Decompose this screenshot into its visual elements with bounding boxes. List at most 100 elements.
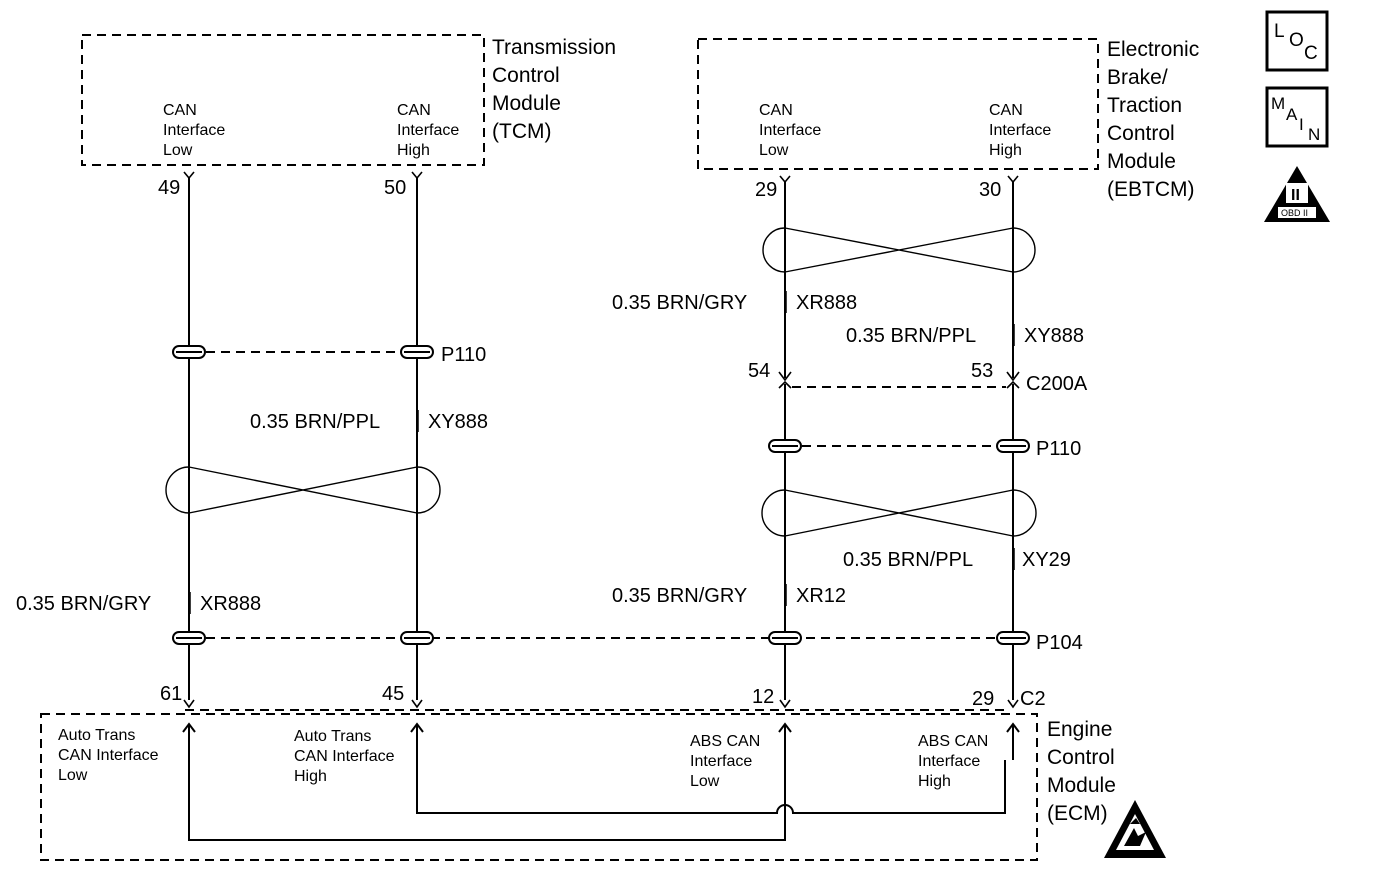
ebtcm-high-label-1: CAN — [989, 102, 1023, 119]
tcm-low-label-3: Low — [163, 142, 193, 159]
ebtcm-wires: 0.35 BRN/GRY XR888 0.35 BRN/PPL XY888 54… — [612, 175, 1088, 700]
obd-ii-icon-label-bg — [1278, 207, 1316, 218]
ecm-auto-high-terminal — [411, 699, 423, 709]
ecm-low-internal-link — [188, 760, 786, 841]
obd-ii-icon-badge — [1286, 183, 1308, 203]
ecm-abs-high-terminal — [1007, 699, 1019, 709]
ecm-name-line-2: Control — [1047, 746, 1115, 769]
ecm-module: 61 45 12 29 C2 Auto Trans CAN Interface … — [40, 683, 1116, 861]
ecm-abs-high-label-3: High — [918, 773, 951, 790]
ebtcm-low-terminal — [779, 175, 791, 184]
tcm-low-label-1: CAN — [163, 102, 197, 119]
ebtcm-high-upper-wire-circuit: XY888 — [1024, 325, 1084, 347]
ecm-name-line-4: (ECM) — [1047, 802, 1108, 825]
ebtcm-name-line-4: Control — [1107, 122, 1175, 145]
ecm-box — [40, 713, 1038, 861]
tcm-name-line-2: Control — [492, 64, 560, 87]
p104-splice: P104 — [172, 631, 1083, 654]
main-icon-frame — [1265, 86, 1329, 148]
ecm-abs-high-label-1: ABS CAN — [918, 733, 988, 750]
ecm-auto-high-label-1: Auto Trans — [294, 728, 371, 745]
ecm-abs-high-label-2: Interface — [918, 753, 980, 770]
tcm-wires: 0.35 BRN/PPL XY888 0.35 BRN/GRY XR888 — [16, 171, 488, 700]
ebtcm-low-upper-wire-circuit: XR888 — [796, 292, 857, 314]
tcm-module: Transmission Control Module (TCM) CAN In… — [81, 34, 616, 199]
c200a-high-female — [1006, 371, 1020, 382]
p110-tcm-splice: P110 — [172, 344, 486, 366]
obd-ii-icon-roman: II — [1291, 187, 1300, 204]
ecm-auto-low-terminal — [183, 699, 195, 709]
ebtcm-pin-low-num: 29 — [755, 179, 777, 201]
ecm-high-internal-link — [416, 760, 1006, 814]
esd-warning-icon — [1104, 800, 1166, 858]
p104-label: P104 — [1036, 632, 1083, 654]
loc-icon-letter-l: L — [1274, 21, 1285, 42]
obd-ii-icon-text: OBD II — [1281, 208, 1308, 218]
tcm-high-label-1: CAN — [397, 102, 431, 119]
ebtcm-high-lower-wire-label: 0.35 BRN/PPL — [843, 549, 973, 571]
ebtcm-high-label-2: Interface — [989, 122, 1051, 139]
ebtcm-low-label-2: Interface — [759, 122, 821, 139]
p110-tcm-label: P110 — [441, 344, 486, 366]
ecm-pin-auto-low: 61 — [160, 683, 182, 705]
tcm-twisted-pair — [165, 466, 441, 514]
ecm-pin-abs-high: 29 — [972, 688, 994, 710]
ecm-abs-low-terminal — [779, 699, 791, 709]
main-icon-letter-i: I — [1299, 115, 1304, 134]
c200a-label: C200A — [1026, 373, 1088, 395]
main-icon-letter-a: A — [1286, 105, 1298, 124]
tcm-name-line-3: Module — [492, 92, 561, 115]
ecm-pin-auto-high: 45 — [382, 683, 404, 705]
tcm-pin-low-num: 49 — [158, 177, 180, 199]
ecm-abs-low-label-1: ABS CAN — [690, 733, 760, 750]
ecm-pin-abs-low: 12 — [752, 686, 774, 708]
tcm-high-wire-label: 0.35 BRN/PPL — [250, 411, 380, 433]
ebtcm-upper-twisted-pair — [762, 227, 1036, 273]
ecm-auto-high-label-3: High — [294, 768, 327, 785]
main-icon-letter-m: M — [1271, 94, 1285, 113]
ebtcm-low-lower-wire-label: 0.35 BRN/GRY — [612, 585, 747, 607]
loc-icon: L O C — [1265, 10, 1329, 72]
loc-icon-letter-o: O — [1289, 30, 1304, 51]
obd-ii-icon: II OBD II — [1264, 166, 1330, 222]
ecm-connector-c2: C2 — [1020, 688, 1046, 710]
tcm-low-label-2: Interface — [163, 122, 225, 139]
ecm-auto-low-arrow — [182, 722, 196, 760]
ecm-abs-high-arrow — [1006, 722, 1020, 760]
tcm-high-wire-circuit: XY888 — [428, 411, 488, 433]
ebtcm-high-terminal — [1007, 175, 1019, 184]
ebtcm-box — [697, 38, 1099, 170]
ebtcm-high-upper-wire-label: 0.35 BRN/PPL — [846, 325, 976, 347]
c200a-high-male — [1006, 380, 1020, 389]
ecm-auto-low-label-2: CAN Interface — [58, 747, 159, 764]
ecm-auto-low-label-1: Auto Trans — [58, 727, 135, 744]
c200a-low-male — [778, 380, 792, 389]
c200a-pin-low: 54 — [748, 360, 770, 382]
ebtcm-high-label-3: High — [989, 142, 1022, 159]
main-icon: M A I N — [1265, 86, 1329, 148]
tcm-name-line-1: Transmission — [492, 36, 616, 59]
tcm-low-terminal — [183, 171, 195, 180]
ecm-abs-low-label-3: Low — [690, 773, 720, 790]
tcm-high-label-3: High — [397, 142, 430, 159]
ecm-auto-high-label-2: CAN Interface — [294, 748, 395, 765]
ebtcm-low-label-3: Low — [759, 142, 789, 159]
p110-ebtcm-label: P110 — [1036, 438, 1081, 460]
ebtcm-pin-high-num: 30 — [979, 179, 1001, 201]
main-icon-letter-n: N — [1308, 125, 1320, 144]
tcm-low-wire-label: 0.35 BRN/GRY — [16, 593, 151, 615]
ecm-name-line-1: Engine — [1047, 718, 1112, 741]
ecm-abs-low-arrow — [778, 722, 792, 760]
ecm-name-line-3: Module — [1047, 774, 1116, 797]
ebtcm-name-line-1: Electronic — [1107, 38, 1199, 61]
ecm-auto-low-label-3: Low — [58, 767, 88, 784]
c200a-low-female — [778, 371, 792, 382]
ebtcm-module: Electronic Brake/ Traction Control Modul… — [697, 38, 1199, 201]
tcm-pin-high-num: 50 — [384, 177, 406, 199]
loc-icon-frame — [1265, 10, 1329, 72]
ebtcm-low-lower-wire-circuit: XR12 — [796, 585, 846, 607]
ebtcm-low-upper-wire-label: 0.35 BRN/GRY — [612, 292, 747, 314]
tcm-box — [81, 34, 485, 166]
ebtcm-high-lower-wire-circuit: XY29 — [1022, 549, 1071, 571]
